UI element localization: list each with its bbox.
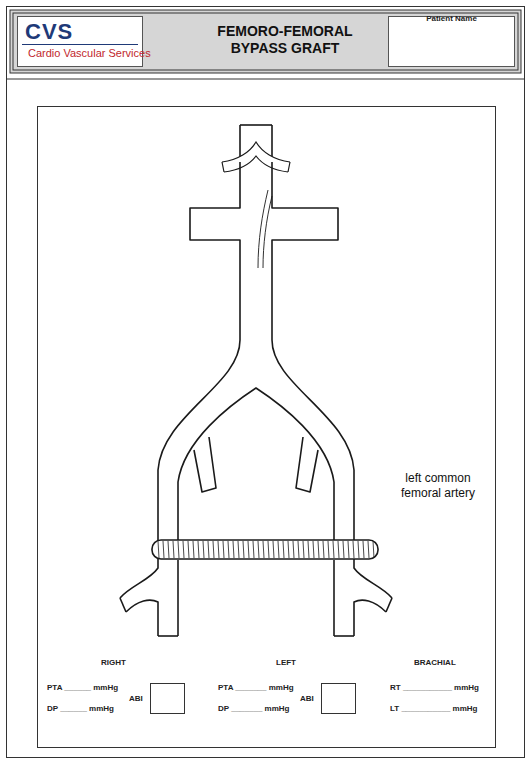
header-rule xyxy=(6,79,525,80)
pressure-field: DP _______ mmHg xyxy=(218,704,289,713)
renal-veins xyxy=(222,142,290,172)
bypass-graft xyxy=(152,540,378,559)
pressure-field: PTA _______ mmHg xyxy=(218,683,294,692)
company-name: Cardio Vascular Services xyxy=(22,44,138,60)
header-band xyxy=(10,10,521,73)
drawing-frame xyxy=(38,107,496,748)
left-femoral-end xyxy=(334,635,354,637)
logo-box: CVSCardio Vascular Services xyxy=(17,16,143,67)
right-femoral-end xyxy=(158,635,178,637)
pressure-field: PTA ______ mmHg xyxy=(47,683,118,692)
column-heading: RIGHT xyxy=(101,658,126,667)
page-border xyxy=(7,7,525,758)
pressure-field: RT ___________ mmHg xyxy=(390,683,479,692)
header-inner-border xyxy=(13,13,518,70)
left-femoral-inner xyxy=(333,560,335,636)
bifurcation-inner-wall xyxy=(178,388,334,540)
right-outer-wall xyxy=(120,125,240,598)
right-femoral-inner xyxy=(177,560,179,636)
anatomy-label: left common femoral artery xyxy=(388,471,488,501)
pressure-field: LT ___________ mmHg xyxy=(390,704,477,713)
left-internal-iliac xyxy=(296,437,318,492)
left-femoral-branch xyxy=(354,600,386,636)
left-branch-end xyxy=(386,598,392,612)
artery-drawing xyxy=(120,125,392,636)
aorta-top xyxy=(240,124,272,126)
patient-name-box: Patient Name xyxy=(388,16,515,67)
right-internal-iliac xyxy=(194,437,216,492)
abi-box xyxy=(151,684,185,714)
left-outer-wall xyxy=(272,125,392,598)
field-label: Patient Name xyxy=(389,14,514,23)
column-heading: LEFT xyxy=(276,658,296,667)
right-femoral-branch xyxy=(126,600,158,636)
abi-box xyxy=(322,684,356,714)
right-branch-end xyxy=(120,598,126,612)
aorta-stripes xyxy=(258,190,272,268)
form-title: FEMORO-FEMORAL BYPASS GRAFT xyxy=(190,23,380,57)
column-heading: BRACHIAL xyxy=(414,658,456,667)
logo-text: CVS xyxy=(18,17,142,44)
abi-label: ABI xyxy=(300,694,314,703)
abi-label: ABI xyxy=(129,694,143,703)
pressure-field: DP ______ mmHg xyxy=(47,704,114,713)
